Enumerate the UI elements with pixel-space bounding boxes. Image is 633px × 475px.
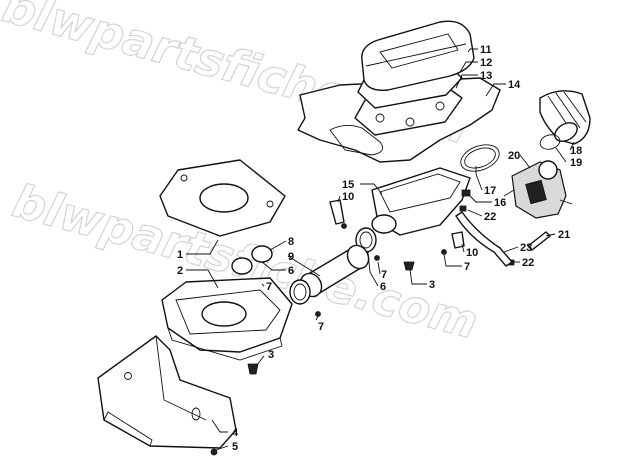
part-23-hose bbox=[455, 211, 513, 267]
callout-21: 21 bbox=[558, 229, 570, 241]
callout-11: 11 bbox=[480, 44, 492, 56]
part-15-airbox-lower bbox=[371, 167, 471, 236]
callout-22-lower: 22 bbox=[522, 257, 534, 269]
part-9-duct-tube bbox=[299, 244, 370, 298]
part-10-brackets bbox=[329, 199, 465, 249]
callout-9: 9 bbox=[288, 251, 294, 263]
part-4-heat-shield bbox=[97, 335, 237, 449]
part-19-clamp bbox=[539, 134, 561, 150]
callout-15: 15 bbox=[342, 179, 354, 191]
callout-2: 2 bbox=[177, 265, 183, 277]
callout-7-a: 7 bbox=[266, 281, 272, 293]
callout-10-left: 10 bbox=[342, 191, 354, 203]
callout-22-upper: 22 bbox=[484, 211, 496, 223]
callout-5: 5 bbox=[232, 441, 238, 453]
part-18-intake-boot bbox=[539, 90, 591, 145]
part-3-grommets bbox=[247, 261, 415, 375]
callout-7-b: 7 bbox=[318, 321, 324, 333]
part-2-airbox-body bbox=[161, 277, 293, 361]
callout-14: 14 bbox=[508, 79, 521, 91]
part-5-rivet bbox=[210, 448, 218, 456]
callout-19: 19 bbox=[570, 157, 582, 169]
part-21-vent-hose bbox=[527, 231, 551, 251]
part-17-clamp bbox=[460, 144, 500, 172]
part-1-top-plate bbox=[159, 159, 286, 237]
callout-16: 16 bbox=[494, 197, 506, 209]
part-11-cover bbox=[361, 20, 475, 91]
callout-18: 18 bbox=[570, 145, 582, 157]
callout-12: 12 bbox=[480, 57, 492, 69]
callout-6-right: 6 bbox=[380, 281, 386, 293]
callout-17: 17 bbox=[484, 185, 496, 197]
callout-7-c: 7 bbox=[381, 269, 387, 281]
callout-8: 8 bbox=[288, 236, 294, 248]
callout-23: 23 bbox=[520, 242, 532, 254]
callout-1: 1 bbox=[177, 249, 183, 261]
callout-13: 13 bbox=[480, 70, 492, 82]
part-6-duct-coupler-left bbox=[289, 279, 311, 305]
part-20-carburetor bbox=[503, 160, 573, 219]
part-8-rings bbox=[231, 245, 273, 275]
callout-labels: 1 2 3 3 4 5 6 6 7 7 7 7 8 9 10 10 11 12 … bbox=[177, 44, 582, 453]
part-16-fitting bbox=[461, 189, 471, 197]
callout-3-grommet: 3 bbox=[429, 279, 435, 291]
callout-10-right: 10 bbox=[466, 247, 478, 259]
callout-6-left: 6 bbox=[288, 265, 294, 277]
leader-lines bbox=[186, 48, 575, 451]
callout-4: 4 bbox=[232, 427, 239, 439]
callout-3-lower: 3 bbox=[268, 349, 274, 361]
callout-20: 20 bbox=[508, 150, 520, 162]
callout-7-d: 7 bbox=[464, 261, 470, 273]
